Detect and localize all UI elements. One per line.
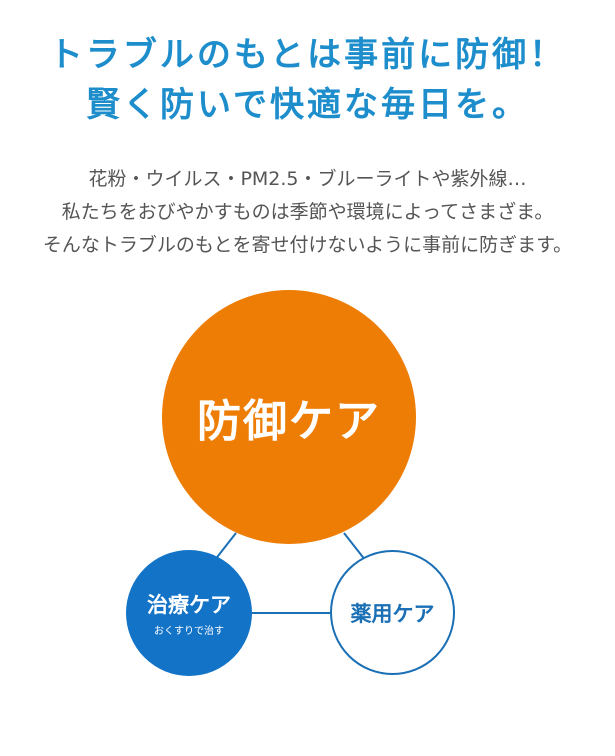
headline-line-1: トラブルのもとは事前に防御！: [48, 35, 567, 75]
circle-medicated-care: 薬用ケア: [330, 550, 455, 675]
connector-main-right: [343, 532, 366, 561]
headline: トラブルのもとは事前に防御！ 賢く防いで快適な毎日を。: [0, 30, 615, 130]
connector-left-right: [252, 612, 330, 614]
intro-line-3: そんなトラブルのもとを寄せ付けないように事前に防ぎます。: [42, 234, 573, 256]
treatment-care-label: 治療ケア: [147, 593, 231, 617]
intro-text: 花粉・ウイルス・PM2.5・ブルーライトや紫外線… 私たちをおびやかすものは季節…: [0, 163, 615, 262]
intro-line-1: 花粉・ウイルス・PM2.5・ブルーライトや紫外線…: [88, 168, 527, 190]
defense-care-label: 防御ケア: [197, 396, 381, 447]
circle-defense-care: 防御ケア: [162, 290, 416, 544]
intro-line-2: 私たちをおびやかすものは季節や環境によってさまざま。: [61, 201, 554, 223]
treatment-care-sublabel: おくすりで治す: [154, 626, 224, 637]
headline-line-2: 賢く防いで快適な毎日を。: [86, 85, 529, 125]
circle-treatment-care: 治療ケア おくすりで治す: [126, 550, 252, 676]
medicated-care-label: 薬用ケア: [350, 601, 435, 626]
